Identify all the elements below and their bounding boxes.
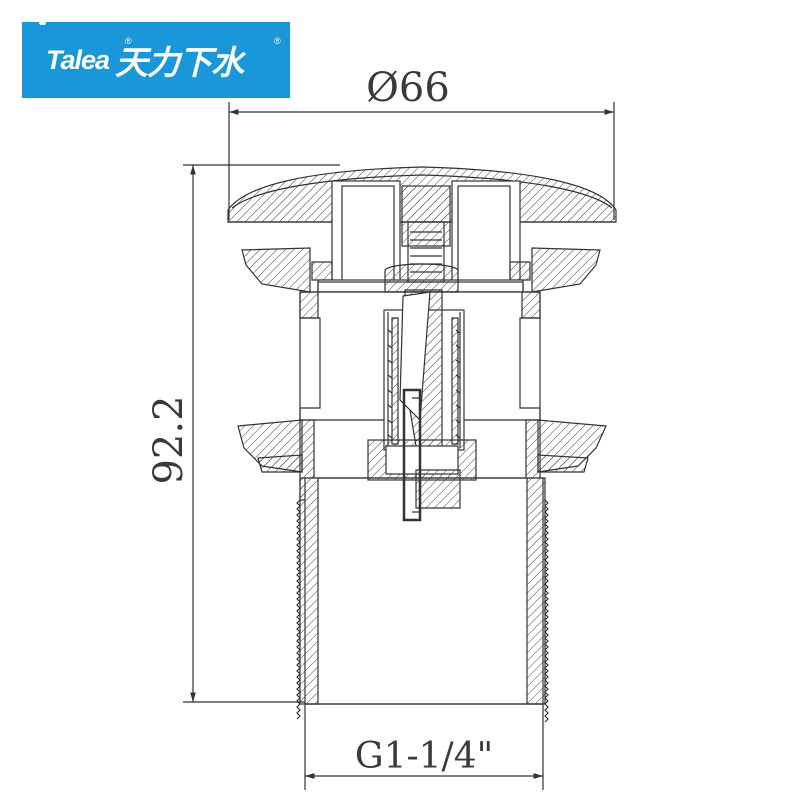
registered-mark: ® bbox=[125, 36, 132, 46]
diameter-dimension bbox=[228, 102, 615, 220]
height-label: 92.2 bbox=[146, 395, 192, 484]
water-drop-icon bbox=[39, 16, 46, 25]
brand-logo-latin: Talea bbox=[46, 44, 110, 75]
brand-logo: Talea ® 天力下水 ® bbox=[22, 16, 290, 98]
thread-dimension bbox=[304, 702, 544, 790]
height-dimension bbox=[183, 164, 340, 703]
dome-cap bbox=[227, 166, 617, 290]
diameter-label: Ø66 bbox=[366, 65, 450, 111]
threaded-tail bbox=[296, 477, 549, 723]
thread-label: G1-1/4" bbox=[355, 736, 493, 777]
brand-logo-chinese: 天力下水 bbox=[115, 43, 244, 82]
registered-mark: ® bbox=[274, 36, 281, 46]
spindle-mechanism bbox=[367, 185, 477, 522]
